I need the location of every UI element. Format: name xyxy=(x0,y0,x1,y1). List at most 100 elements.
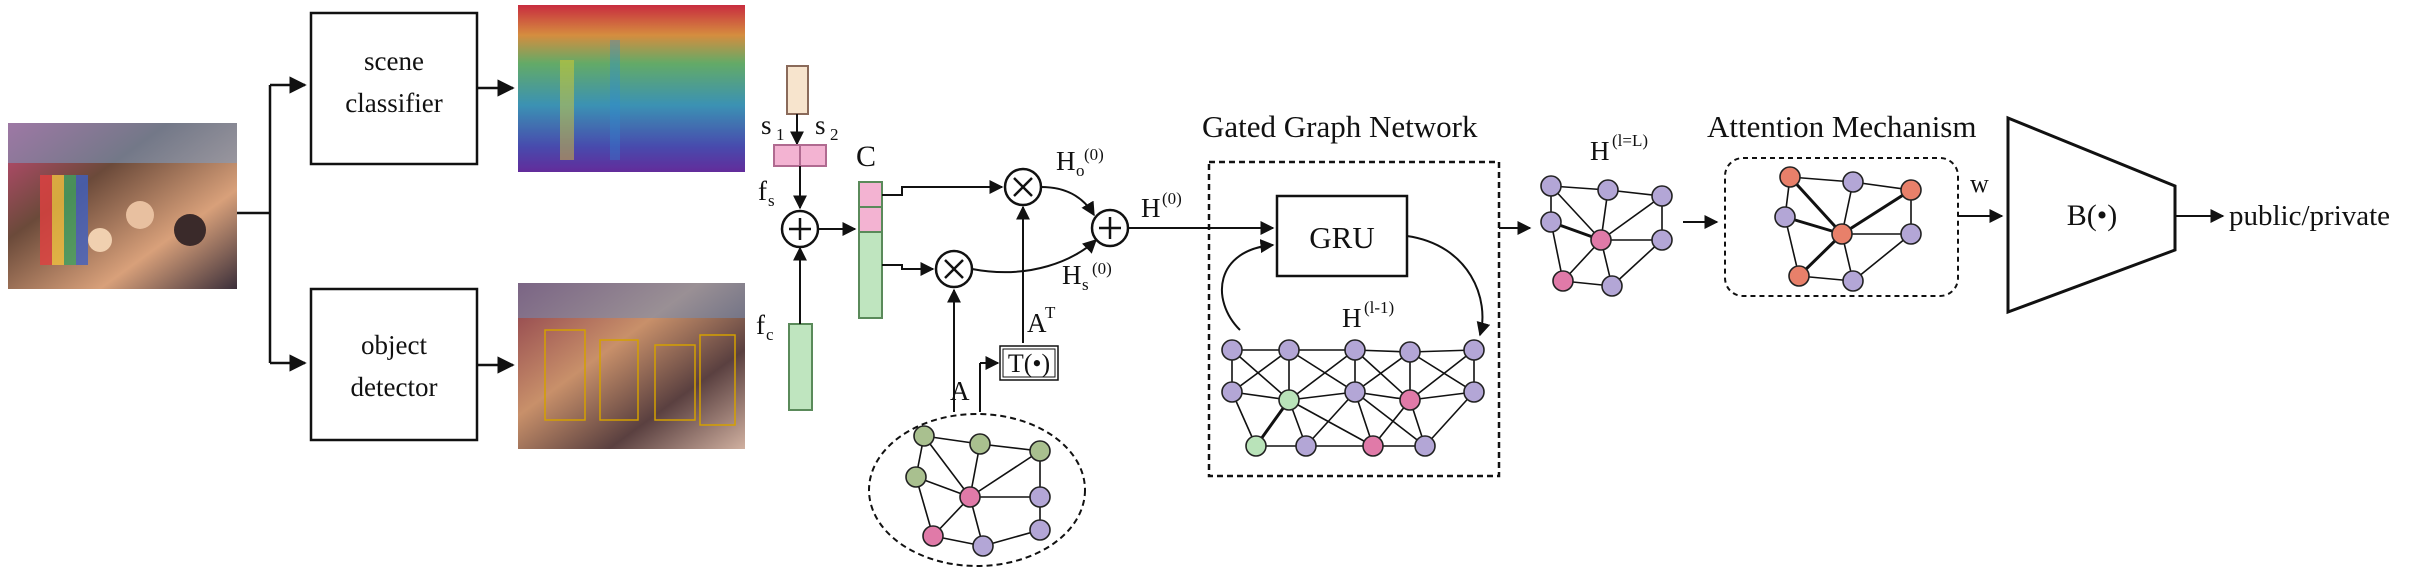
ggn-edge xyxy=(1288,391,1356,401)
label-s2: s xyxy=(815,110,826,140)
adjacency-node xyxy=(913,425,935,447)
label-HlL: H xyxy=(1590,136,1610,166)
ggn-edge xyxy=(1231,349,1290,393)
adjacency-node xyxy=(1029,440,1051,462)
object-detector-box: object detector xyxy=(309,287,479,442)
classifier-head-label: B(•) xyxy=(2067,199,2118,232)
hidden-node xyxy=(1590,229,1612,251)
ggn-node xyxy=(1414,435,1436,457)
hidden-edge xyxy=(1550,185,1602,241)
ggn-node xyxy=(1344,339,1366,361)
label-w: w xyxy=(1970,169,1989,198)
final-hidden-graph xyxy=(1540,175,1673,297)
label-Ho: H xyxy=(1056,146,1076,176)
adjacency-graph xyxy=(868,413,1086,567)
adjacency-node xyxy=(959,486,981,508)
ggn-node xyxy=(1463,381,1485,403)
arrow-Hs xyxy=(971,239,1098,274)
ggn-node xyxy=(1278,389,1300,411)
attention-graph xyxy=(1774,166,1922,292)
hidden-edge xyxy=(1611,239,1663,287)
object-detector-label-1: object xyxy=(361,330,427,360)
attention-box xyxy=(1724,157,1959,297)
adjacency-edge xyxy=(923,435,971,498)
adjacency-node xyxy=(969,433,991,455)
label-fs: f xyxy=(758,176,767,206)
input-photo xyxy=(8,123,237,289)
concat-vector-C xyxy=(858,181,883,319)
ggn-edge xyxy=(1409,351,1475,393)
ggn-edge xyxy=(1288,349,1356,393)
object-feature-vector xyxy=(788,323,813,411)
ggn-edge xyxy=(1354,349,1411,401)
times-operator-top xyxy=(1003,167,1043,207)
scene-classifier-label-2: classifier xyxy=(345,88,442,118)
adjacency-node xyxy=(922,525,944,547)
label-Hs: H xyxy=(1062,260,1082,290)
ggn-edge xyxy=(1231,349,1290,401)
output-label: public/private xyxy=(2229,200,2390,232)
ggn-edge xyxy=(1409,349,1475,401)
ggn-node xyxy=(1399,341,1421,363)
ggn-node xyxy=(1362,435,1384,457)
attention-node xyxy=(1842,270,1864,292)
transpose-box xyxy=(999,345,1059,381)
label-fs-sub: s xyxy=(768,191,775,210)
label-H0-sup: (0) xyxy=(1162,189,1182,208)
attention-node xyxy=(1788,265,1810,287)
attention-edge xyxy=(1852,233,1912,282)
scene-heatmap-image xyxy=(518,5,745,172)
object-detection-image xyxy=(518,283,745,449)
label-AT-sup: T xyxy=(1045,303,1056,322)
ggn-node xyxy=(1295,435,1317,457)
hidden-node xyxy=(1597,179,1619,201)
arrow-graph-to-gru xyxy=(1220,239,1275,331)
label-Hl1: H xyxy=(1342,303,1362,333)
label-Hl1-sup: (l-1) xyxy=(1364,298,1394,317)
input-split-connector xyxy=(237,76,307,372)
adjacency-node xyxy=(1029,486,1051,508)
label-s1: s xyxy=(761,110,772,140)
label-s2-sub: 2 xyxy=(830,125,839,144)
label-AT: A xyxy=(1027,308,1047,338)
label-Hs-sub: s xyxy=(1082,275,1089,294)
ggn-graph xyxy=(1221,339,1485,457)
ggn-edge xyxy=(1288,399,1374,447)
hidden-node xyxy=(1651,229,1673,251)
ggn-node xyxy=(1278,339,1300,361)
label-Ho-sub: o xyxy=(1076,161,1085,180)
adjacency-edge xyxy=(969,450,1041,498)
classifier-head xyxy=(2006,115,2177,315)
attention-node xyxy=(1842,171,1864,193)
object-detector-label-2: detector xyxy=(351,372,438,402)
ggn-node xyxy=(1463,339,1485,361)
gru-label: GRU xyxy=(1309,220,1374,255)
ggn-box xyxy=(1207,160,1501,478)
ggn-edge xyxy=(1288,349,1356,401)
hidden-edge xyxy=(1600,195,1663,241)
times-operator-bottom xyxy=(934,249,974,289)
hidden-node xyxy=(1601,275,1623,297)
label-fc: f xyxy=(756,310,765,340)
attention-node xyxy=(1831,223,1853,245)
label-HlL-sup: (l=L) xyxy=(1612,131,1648,150)
attention-title: Attention Mechanism xyxy=(1707,109,1976,144)
ggn-node xyxy=(1221,381,1243,403)
scene-score-vector xyxy=(786,65,809,115)
C-branches xyxy=(882,180,1004,276)
gru-box xyxy=(1275,194,1409,278)
attention-node xyxy=(1779,166,1801,188)
label-A: A xyxy=(950,376,970,406)
ggn-edge xyxy=(1354,351,1411,393)
plus-operator-H0 xyxy=(1090,208,1130,248)
hidden-node xyxy=(1540,175,1562,197)
scene-classifier-label-1: scene xyxy=(364,46,424,76)
ggn-node xyxy=(1245,435,1267,457)
label-Hs-sup: (0) xyxy=(1092,259,1112,278)
ggn-edge xyxy=(1424,391,1475,447)
scene-classifier-box: scene classifier xyxy=(309,11,479,166)
label-fc-sub: c xyxy=(766,325,774,344)
hidden-node xyxy=(1651,185,1673,207)
ggn-node xyxy=(1344,381,1366,403)
ggn-edge xyxy=(1354,391,1426,447)
